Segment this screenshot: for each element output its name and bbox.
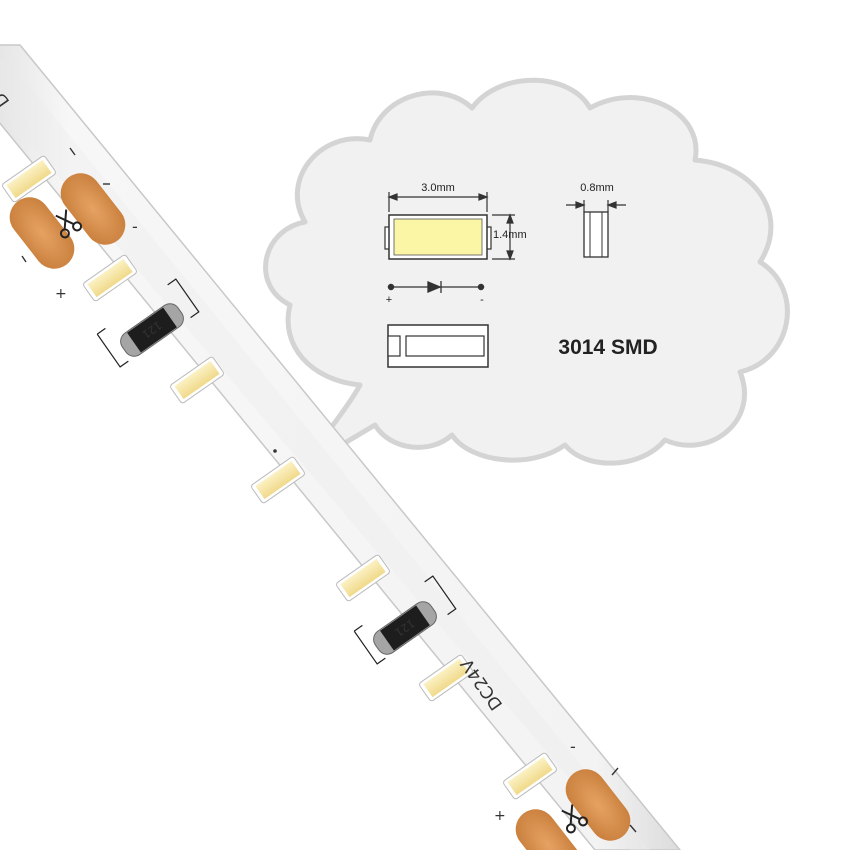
height-dimension bbox=[566, 200, 626, 212]
smd-resistor: 121 bbox=[373, 601, 437, 655]
led-top-view bbox=[384, 214, 492, 260]
scissors-icon bbox=[561, 804, 589, 834]
led-bottom-view bbox=[387, 324, 489, 368]
smd-led bbox=[336, 554, 390, 602]
speech-bubble bbox=[263, 77, 790, 471]
width-dimension bbox=[492, 213, 515, 261]
polarity-minus: - bbox=[480, 294, 484, 306]
led-side-view bbox=[583, 211, 609, 258]
strip-minus-mark: - bbox=[132, 217, 138, 236]
led-dimension-diagram: 3.0mm 1.4mm bbox=[384, 182, 658, 368]
length-dimension bbox=[387, 192, 489, 212]
strip-plus-mark: + bbox=[55, 286, 67, 302]
strip-minus-mark: - bbox=[570, 737, 576, 756]
scissors-icon bbox=[55, 209, 83, 239]
width-label: 1.4mm bbox=[493, 229, 527, 241]
resistor-outline bbox=[96, 278, 200, 368]
height-label: 0.8mm bbox=[580, 182, 614, 194]
solder-pads-top bbox=[9, 173, 126, 269]
smd-led bbox=[251, 456, 305, 504]
smd-led bbox=[83, 254, 137, 302]
resistor-outline bbox=[353, 575, 457, 665]
smd-led bbox=[503, 752, 557, 800]
smd-resistor: 121 bbox=[120, 303, 184, 357]
polarity-symbol bbox=[387, 281, 485, 293]
strip-body bbox=[0, 44, 681, 850]
length-label: 3.0mm bbox=[421, 182, 455, 194]
smd-led bbox=[2, 155, 56, 203]
smd-led bbox=[419, 654, 473, 702]
polarity-plus: + bbox=[386, 294, 392, 306]
smd-led bbox=[170, 356, 224, 404]
solder-pads-bottom bbox=[515, 769, 631, 850]
model-label: 3014 SMD bbox=[558, 336, 657, 359]
strip-plus-mark: + bbox=[494, 808, 506, 824]
led-strip: - + - + bbox=[0, 44, 681, 850]
